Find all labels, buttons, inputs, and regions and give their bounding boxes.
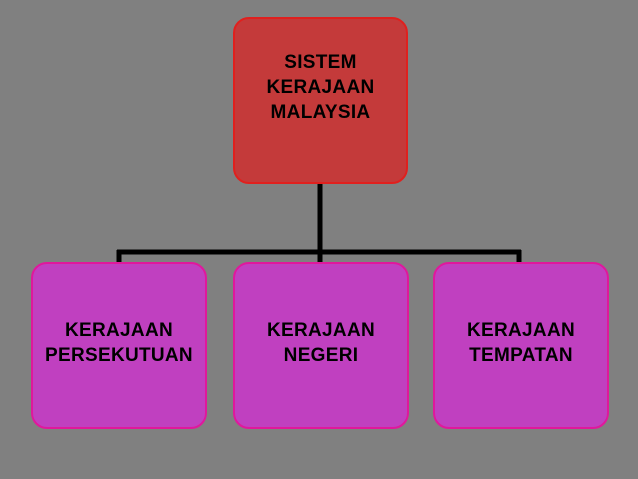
child-node-label: KERAJAAN TEMPATAN: [467, 319, 575, 366]
child-node-label: KERAJAAN NEGERI: [267, 319, 375, 366]
child-node-kerajaan-tempatan: KERAJAAN TEMPATAN: [433, 262, 609, 429]
child-node-label: KERAJAAN PERSEKUTUAN: [45, 319, 193, 366]
child-node-kerajaan-persekutuan: KERAJAAN PERSEKUTUAN: [31, 262, 207, 429]
root-node-label: SISTEM KERAJAAN MALAYSIA: [266, 52, 375, 123]
root-node-sistem-kerajaan-malaysia: SISTEM KERAJAAN MALAYSIA: [233, 17, 408, 184]
child-node-kerajaan-negeri: KERAJAAN NEGERI: [233, 262, 409, 429]
